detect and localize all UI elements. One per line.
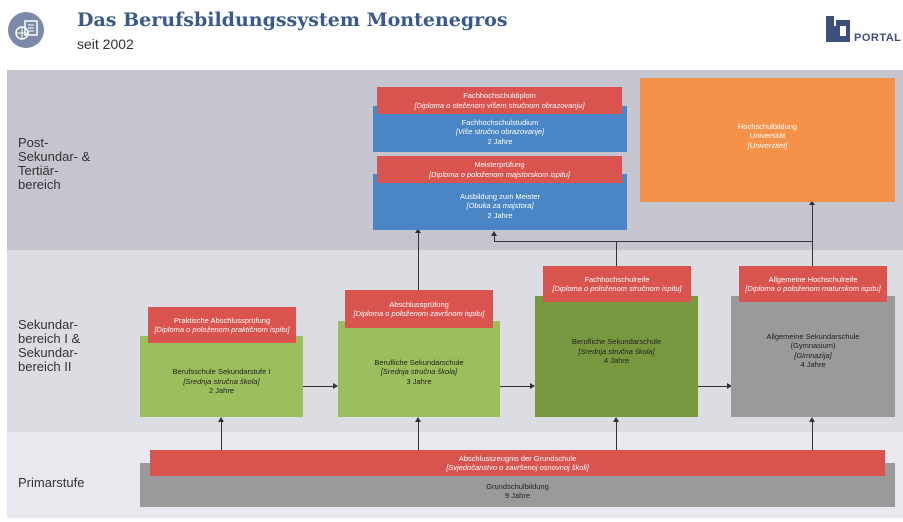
box-subtitle: [Diploma o položenom maturskom ispitu] — [745, 284, 881, 293]
box-title: Hochschulbildung — [737, 121, 798, 131]
box-title: Fachhochschulreife — [584, 274, 650, 284]
box-subtitle: [Diploma o položenom završnom ispitu] — [353, 309, 485, 318]
arrow-icon — [415, 417, 421, 422]
arrow-icon — [809, 200, 815, 205]
box-title: Meisterprüfung — [474, 160, 525, 169]
box-title: Abschlussprüfung — [389, 299, 449, 309]
box-subtitle: [Srednja stručna škola] — [380, 367, 458, 377]
logo-mark — [826, 14, 854, 46]
connector-line — [812, 203, 813, 267]
box-title: Allgemeine Hochschulreife — [768, 274, 858, 284]
connector-line — [616, 420, 617, 450]
box-title: Ausbildung zum Meister — [459, 191, 541, 201]
connector-line — [812, 420, 813, 450]
arrow-icon — [613, 417, 619, 422]
berufliche-sekundarschule-3-box: Berufliche Sekundarschule [Srednja struč… — [338, 321, 500, 417]
connector-line — [494, 241, 813, 242]
berufsschule-box: Berufsschule Sekundarstufe I [Srednja st… — [140, 336, 303, 417]
connector-line — [303, 386, 334, 387]
logo-text: PORTAL — [854, 32, 902, 44]
fachhochschuldiplom-box: Fachhochschuldiplom [Diploma o stečenom … — [377, 87, 622, 114]
box-subtitle: [Srednja stručna škola] — [578, 346, 655, 356]
ausbildung-meister-box: Ausbildung zum Meister [Obuka za majstor… — [373, 174, 627, 230]
connector-line — [616, 241, 617, 267]
box-title: Allgemeine Sekundarschule — [766, 331, 860, 341]
box-duration: 4 Jahre — [800, 360, 826, 369]
box-subtitle: [Diploma o stečenom višem stručnom obraz… — [414, 100, 585, 110]
box-subtitle: [Obuka za majstora] — [466, 201, 534, 211]
band-label-primary: Primarstufe — [18, 475, 85, 490]
abschlusspruefung-box: Abschlussprüfung [Diploma o položenom za… — [345, 290, 493, 328]
box-duration: 2 Jahre — [487, 210, 513, 220]
box-title: Berufsschule Sekundarstufe I — [172, 367, 271, 377]
arrow-icon — [333, 383, 338, 389]
connector-line — [494, 236, 495, 242]
praktische-abschlusspruefung-box: Praktische Abschlussprüfung [Diploma o p… — [148, 307, 296, 343]
connector-line — [418, 420, 419, 450]
arrow-icon — [491, 231, 497, 236]
connector-line — [221, 420, 222, 450]
box-duration: 4 Jahre — [603, 356, 630, 366]
meisterpruefung-box: Meisterprüfung [Diploma o položenom majs… — [377, 156, 622, 183]
portal-logo[interactable]: PORTAL — [826, 14, 903, 48]
arrow-icon — [218, 417, 224, 422]
box-title: Berufliche Sekundarschule — [571, 337, 662, 347]
box-duration: 9 Jahre — [504, 491, 531, 500]
box-subtitle: [Diploma o položenom majstorskom ispitu] — [429, 169, 570, 179]
box-subtitle: [Gimnazija] — [794, 350, 832, 360]
box-duration: 3 Jahre — [406, 376, 432, 386]
box-subtitle: [Više stručno obrazovanje] — [455, 127, 545, 137]
abschlusszeugnis-grundschule-box: Abschlusszeugnis der Grundschule [Svjedo… — [150, 450, 885, 476]
arrow-icon — [809, 417, 815, 422]
book-globe-icon — [8, 12, 44, 48]
allgemeine-sekundarschule-box: Allgemeine Sekundarschule (Gymnasium) [G… — [731, 296, 895, 417]
box-subtitle: [Diploma o položenom stručnom ispitu] — [552, 284, 682, 293]
page-subtitle: seit 2002 — [77, 36, 134, 52]
box-title: Berufliche Sekundarschule — [374, 357, 464, 367]
allgemeine-hochschulreife-box: Allgemeine Hochschulreife [Diploma o pol… — [739, 266, 887, 302]
box-title: Praktische Abschlussprüfung — [173, 315, 271, 325]
arrow-icon — [415, 228, 421, 233]
hochschulbildung-box: Hochschulbildung Universität [Univerzite… — [640, 78, 895, 202]
box-subtitle: [Srednja stručna škola] — [183, 376, 260, 386]
box-subtitle: [Svjedočanstvo o završenoj osnovnoj škol… — [446, 463, 589, 472]
box-line2: (Gymnasium) — [790, 341, 836, 350]
box-title: Fachhochschulstudium — [461, 117, 539, 127]
band-label-tertiary: Post- Sekundar- & Tertiär- bereich — [18, 135, 91, 192]
box-duration: 2 Jahre — [208, 386, 235, 396]
arrow-icon — [727, 383, 732, 389]
box-title: Grundschulbildung — [486, 481, 549, 491]
box-subtitle: [Univerzitet] — [747, 140, 788, 150]
box-title: Fachhochschuldiplom — [463, 91, 536, 100]
fachhochschulreife-box: Fachhochschulreife [Diploma o položenom … — [543, 266, 691, 302]
berufliche-sekundarschule-4-box: Berufliche Sekundarschule [Srednja struč… — [535, 296, 698, 417]
box-subtitle: [Diploma o položenom praktičnom ispitu] — [154, 325, 290, 334]
arrow-icon — [530, 383, 535, 389]
box-title: Abschlusszeugnis der Grundschule — [458, 453, 577, 463]
connector-line — [500, 386, 530, 387]
box-line2: Universität — [749, 131, 786, 141]
band-label-secondary: Sekundar- bereich I & Sekundar- bereich … — [18, 317, 81, 374]
box-duration: 2 Jahre — [487, 136, 513, 146]
connector-line — [698, 386, 727, 387]
connector-line — [418, 230, 419, 290]
page-title: Das Berufsbildungssystem Montenegros — [77, 9, 508, 31]
